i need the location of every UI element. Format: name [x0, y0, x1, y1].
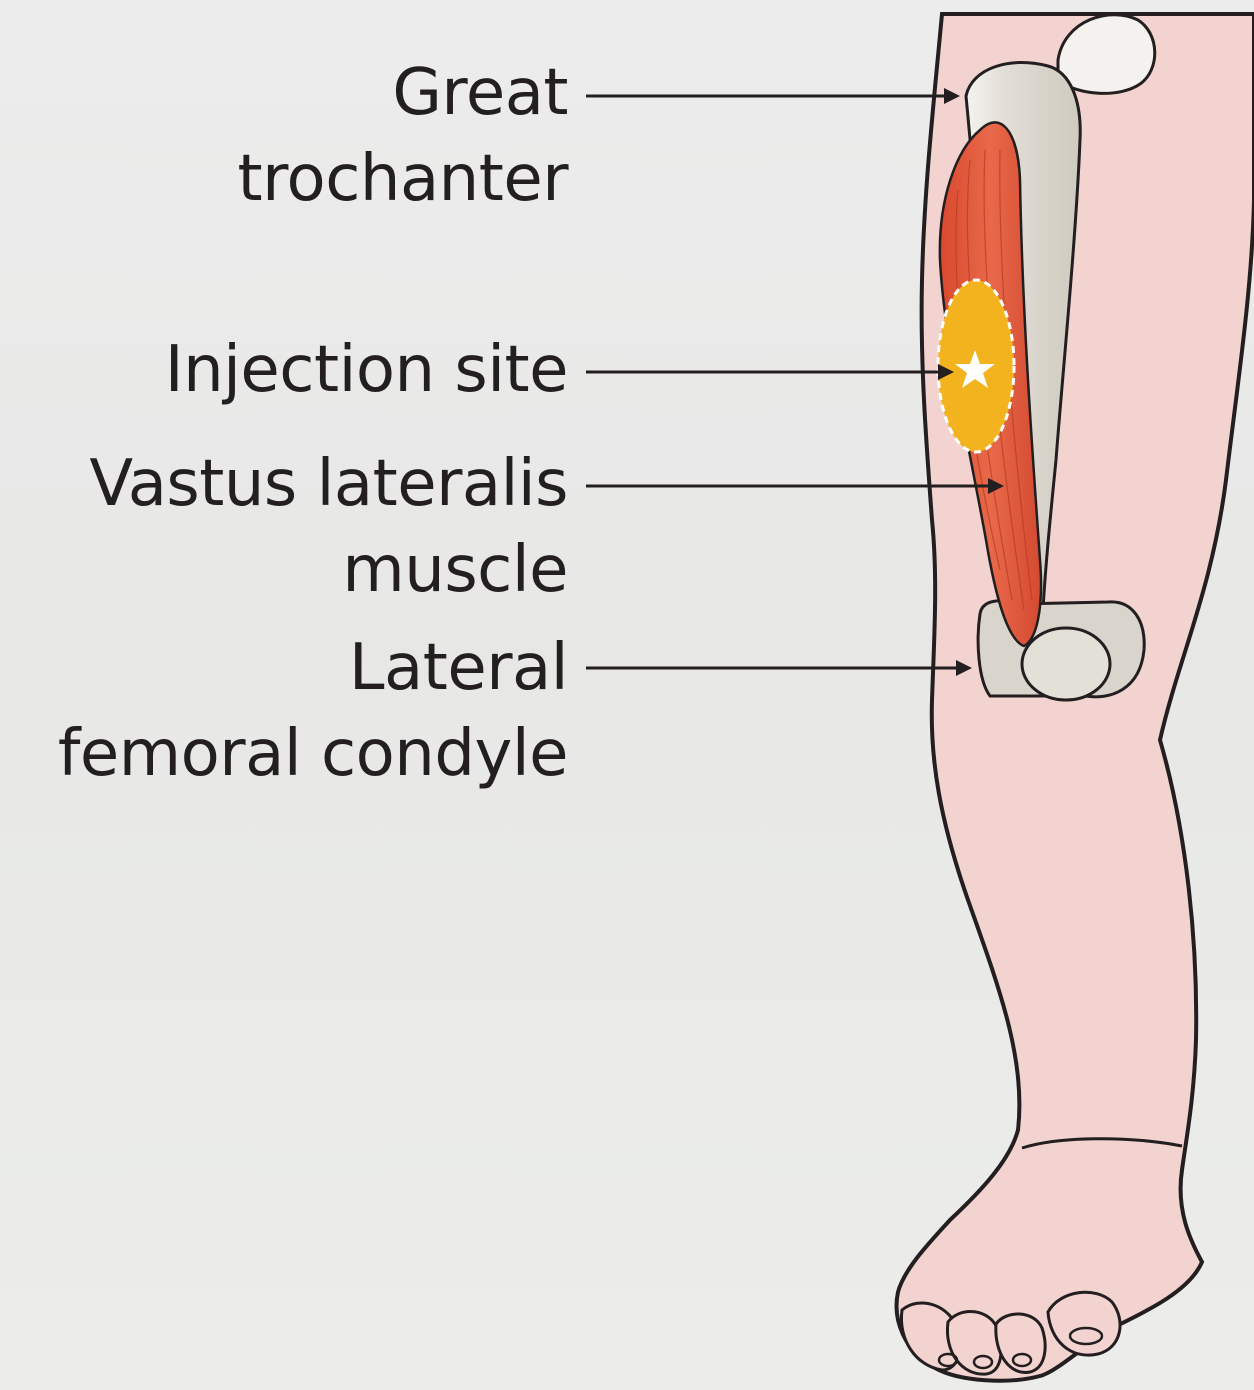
medial-condyle — [1022, 628, 1110, 700]
